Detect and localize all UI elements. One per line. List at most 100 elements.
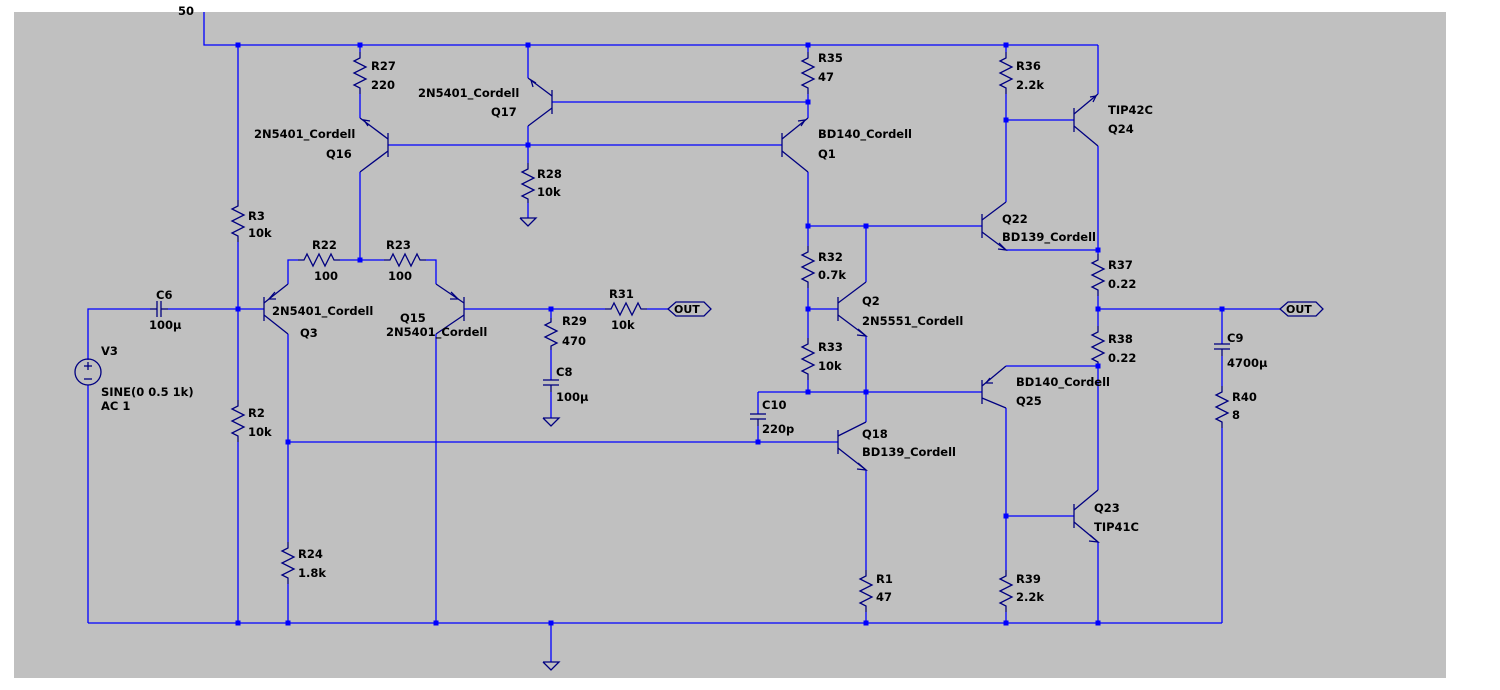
r28-value: 10k — [537, 185, 561, 199]
junction-dot — [1095, 306, 1101, 312]
r2-name: R2 — [248, 406, 265, 420]
q23-model: TIP41C — [1094, 520, 1139, 534]
wire — [287, 259, 298, 284]
q1-model: BD140_Cordell — [818, 127, 912, 142]
q1-name: Q1 — [818, 147, 836, 161]
port-label: OUT — [1286, 303, 1312, 316]
junction-dot — [525, 142, 531, 148]
port-out-1[interactable]: OUT — [667, 301, 712, 317]
junction-dot — [357, 257, 363, 263]
supply-label: 50 — [178, 4, 194, 18]
resistor-r1-symbol — [858, 570, 874, 612]
junction-dot — [1095, 620, 1101, 626]
resistor-r23-symbol — [384, 252, 426, 268]
ground-icon-c8 — [542, 417, 561, 427]
capacitor-c9-symbol — [1214, 343, 1230, 356]
r39-name: R39 — [1016, 572, 1041, 586]
transistor-q1-symbol — [781, 117, 809, 173]
r39-value: 2.2k — [1016, 590, 1044, 604]
r36-value: 2.2k — [1016, 78, 1044, 92]
ground-icon-r28 — [519, 217, 538, 227]
junction-dot — [805, 389, 811, 395]
v3-ac: AC 1 — [101, 399, 130, 413]
voltage-source-v3-symbol — [74, 358, 102, 386]
junction-dot — [805, 99, 811, 105]
resistor-r37-symbol — [1090, 254, 1106, 296]
resistor-r33-symbol — [800, 338, 816, 380]
junction-dots — [235, 42, 1225, 626]
q22-name: Q22 — [1002, 212, 1028, 226]
r3-name: R3 — [248, 209, 265, 223]
q24-model: TIP42C — [1108, 103, 1153, 117]
junction-dot — [433, 620, 439, 626]
r31-name: R31 — [609, 287, 634, 301]
q24-name: Q24 — [1108, 122, 1134, 136]
q16-model: 2N5401_Cordell — [254, 127, 355, 142]
r23-value: 100 — [388, 269, 412, 283]
q16-name: Q16 — [326, 147, 352, 161]
junction-dot — [235, 306, 241, 312]
transistor-q18-symbol — [837, 421, 868, 471]
c6-name: C6 — [156, 288, 172, 302]
resistor-r22-symbol — [298, 252, 340, 268]
junction-dot — [357, 42, 363, 48]
r35-value: 47 — [818, 70, 834, 84]
junction-dot — [285, 620, 291, 626]
r22-name: R22 — [312, 238, 337, 252]
junction-dot — [863, 223, 869, 229]
r31-value: 10k — [611, 318, 635, 332]
resistor-r27-symbol — [352, 52, 368, 94]
junction-dot — [863, 389, 869, 395]
q2-model: 2N5551_Cordell — [862, 314, 963, 329]
wire — [203, 12, 1098, 46]
c8-value: 100µ — [556, 390, 589, 404]
transistor-q16-symbol — [359, 117, 389, 173]
r40-name: R40 — [1232, 390, 1257, 404]
junction-dot — [548, 620, 554, 626]
resistor-r35-symbol — [800, 52, 816, 94]
c9-name: C9 — [1227, 331, 1243, 345]
c8-name: C8 — [556, 365, 572, 379]
schematic-canvas[interactable]: OUT OUT 50 R27 220 R35 47 R36 2.2k R28 1… — [14, 4, 1446, 678]
junction-dot — [1003, 117, 1009, 123]
junction-dot — [525, 42, 531, 48]
resistor-r32-symbol — [800, 246, 816, 288]
r40-value: 8 — [1232, 408, 1240, 422]
schematic-drawing: OUT OUT 50 R27 220 R35 47 R36 2.2k R28 1… — [74, 4, 1324, 671]
junction-dot — [863, 620, 869, 626]
r22-value: 100 — [314, 269, 338, 283]
junction-dot — [1003, 513, 1009, 519]
transistor-q23-symbol — [1073, 489, 1100, 543]
q25-name: Q25 — [1016, 394, 1042, 408]
q18-name: Q18 — [862, 427, 888, 441]
transistor-q3-symbol — [263, 283, 289, 335]
junction-dot — [1095, 363, 1101, 369]
port-out-2[interactable]: OUT — [1279, 301, 1324, 317]
r1-name: R1 — [876, 572, 893, 586]
transistor-q25-symbol — [981, 365, 1007, 409]
r36-name: R36 — [1016, 59, 1041, 73]
q15-model: 2N5401_Cordell — [386, 325, 487, 340]
junction-dot — [805, 223, 811, 229]
r1-value: 47 — [876, 590, 892, 604]
resistor-r29-symbol — [543, 318, 559, 350]
port-label: OUT — [674, 303, 700, 316]
r37-name: R37 — [1108, 258, 1133, 272]
junction-dot — [755, 439, 761, 445]
r29-name: R29 — [562, 314, 587, 328]
junction-dot — [805, 42, 811, 48]
v3-name: V3 — [101, 344, 118, 358]
r28-name: R28 — [537, 167, 562, 181]
r29-value: 470 — [562, 334, 586, 348]
transistor-q17-symbol — [527, 77, 553, 127]
wires — [87, 12, 1280, 662]
resistor-r28-symbol — [520, 163, 536, 203]
r37-value: 0.22 — [1108, 277, 1136, 291]
c6-value: 100µ — [149, 318, 182, 332]
transistor-q2-symbol — [837, 281, 868, 337]
q2-name: Q2 — [862, 294, 880, 308]
r32-value: 0.7k — [818, 268, 846, 282]
resistor-r38-symbol — [1090, 326, 1106, 368]
junction-dot — [1003, 42, 1009, 48]
q3-name: Q3 — [300, 326, 318, 340]
